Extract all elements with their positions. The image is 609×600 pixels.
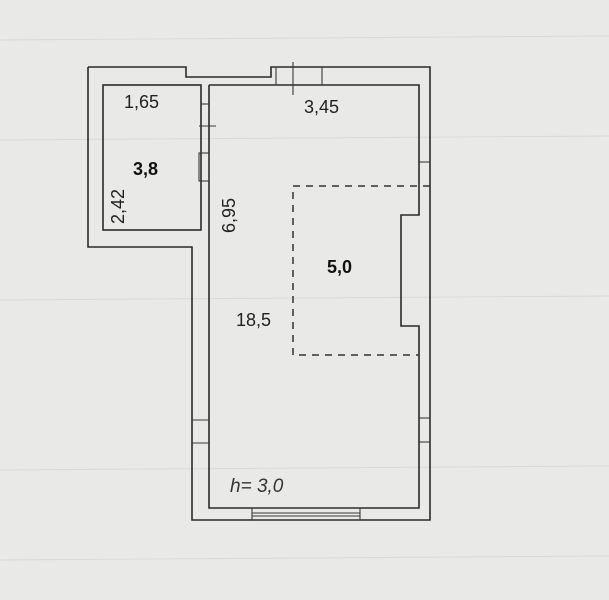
small-room-area: 3,8 [133, 159, 158, 179]
small-room-walls [102, 84, 202, 231]
niche-dashed-outline [292, 185, 430, 356]
small-room-length: 2,42 [108, 189, 128, 224]
small-room-door [198, 103, 216, 182]
ceiling-height: h= 3,0 [230, 476, 284, 497]
small-room-width: 1,65 [124, 92, 159, 112]
bottom-window [251, 507, 361, 521]
right-window [419, 417, 430, 443]
top-door-opening [275, 62, 323, 95]
left-window [192, 419, 209, 444]
main-room-width: 3,45 [304, 97, 339, 117]
main-room-length: 6,95 [219, 198, 239, 233]
main-room-area: 18,5 [236, 310, 271, 330]
niche-area: 5,0 [327, 257, 352, 277]
paper-lines [0, 35, 609, 561]
outer-walls [87, 66, 431, 521]
main-room-walls [208, 84, 420, 509]
